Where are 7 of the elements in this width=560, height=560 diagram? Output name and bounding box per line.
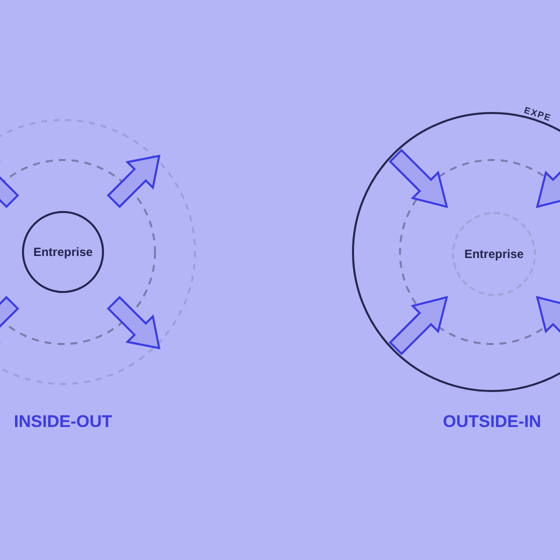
ring-label: EXPE <box>522 105 553 124</box>
section-heading: INSIDE-OUT <box>14 412 112 432</box>
section-heading: OUTSIDE-IN <box>442 412 542 432</box>
circle-node <box>452 212 536 296</box>
node-label: Entreprise <box>464 247 524 261</box>
circle-node <box>22 211 104 293</box>
node-label: Entreprise <box>33 245 93 259</box>
